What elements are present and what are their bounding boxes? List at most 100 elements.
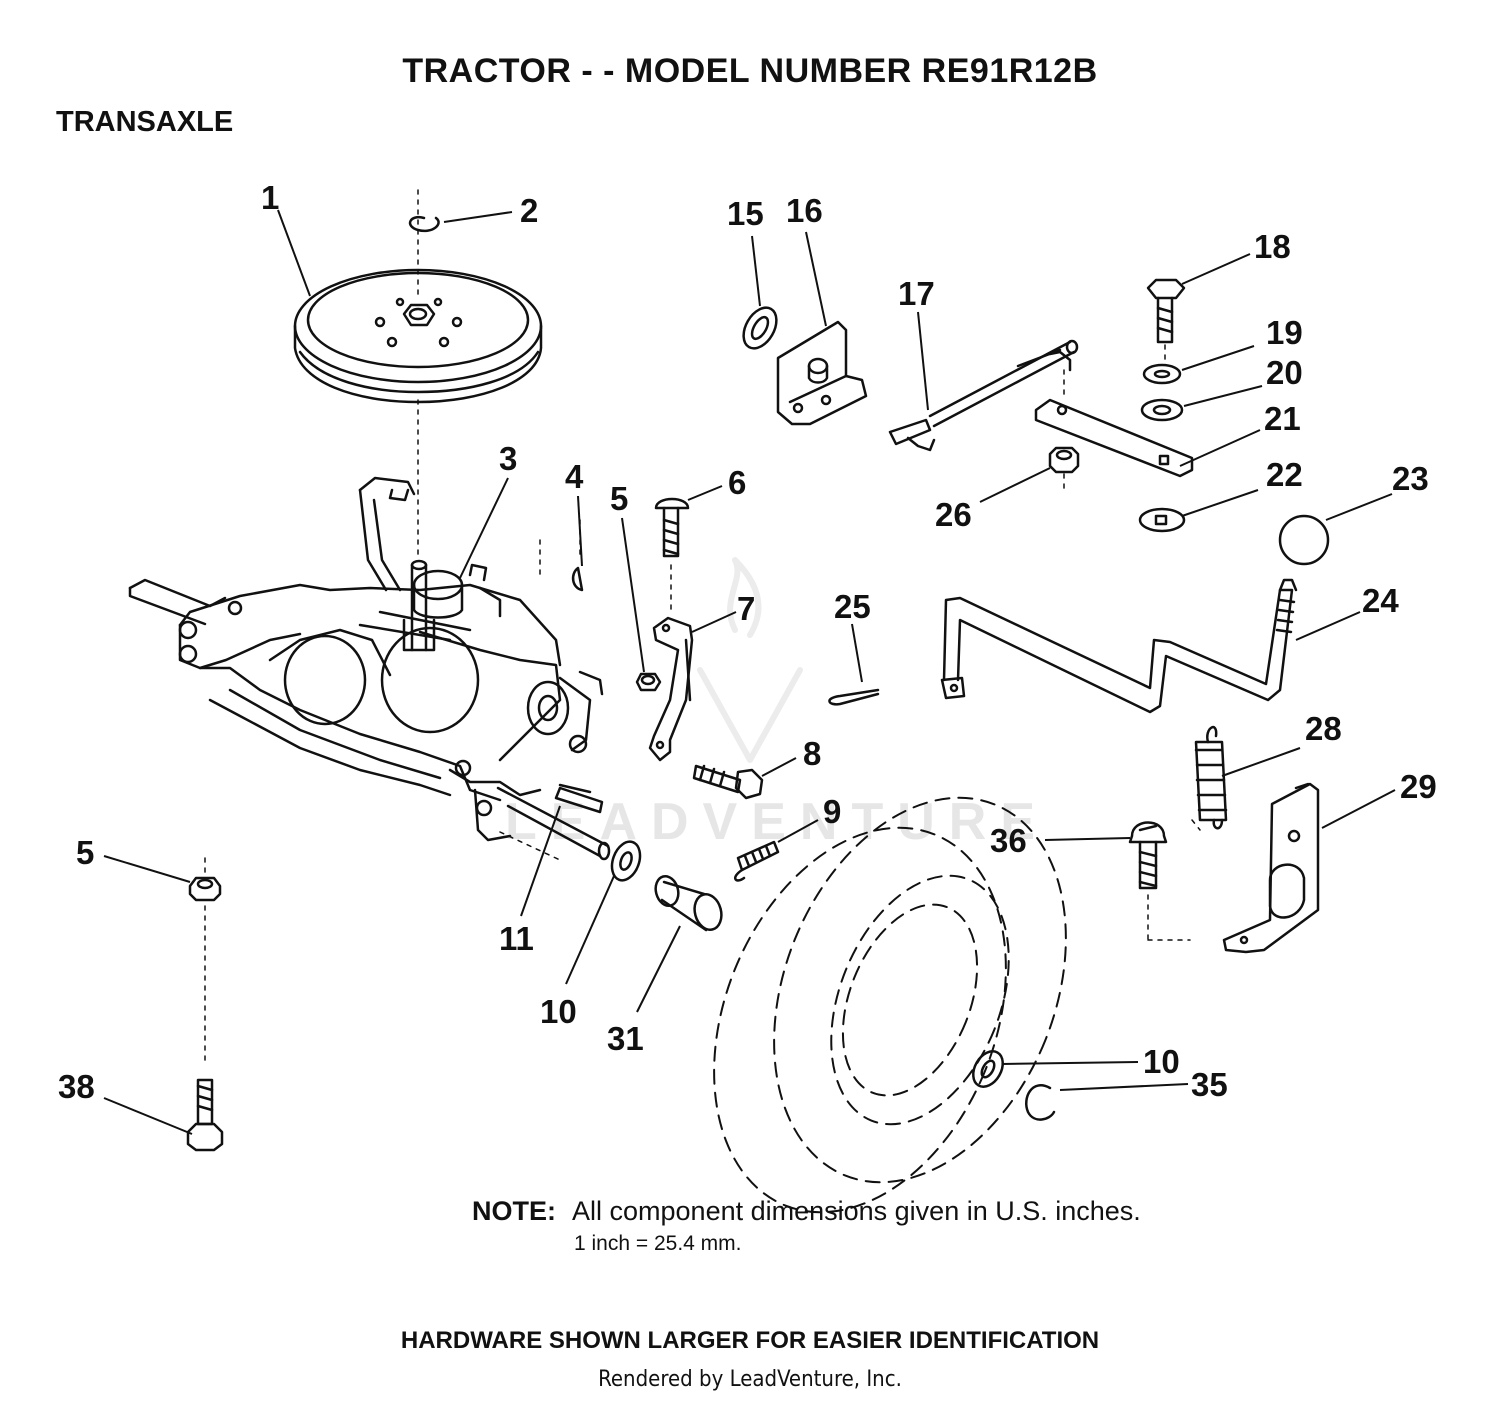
callout-24: 24 <box>1362 582 1399 619</box>
hardware-note: HARDWARE SHOWN LARGER FOR EASIER IDENTIF… <box>400 1327 1100 1354</box>
leader-line <box>104 1098 192 1134</box>
spring-bracket <box>1224 784 1318 952</box>
alignment-line <box>500 832 560 860</box>
extension-spring <box>735 842 778 880</box>
flat-washer <box>607 838 645 884</box>
note-label: NOTE: <box>472 1196 556 1226</box>
callout-15: 15 <box>727 195 764 232</box>
callout-21: 21 <box>1264 400 1301 437</box>
shift-knob <box>1280 516 1328 564</box>
flat-washer <box>737 302 783 354</box>
callout-23: 23 <box>1392 460 1429 497</box>
callout-8: 8 <box>803 735 821 772</box>
lock-washer <box>1144 365 1180 383</box>
shift-lever <box>942 580 1296 712</box>
hex-nut <box>190 878 220 900</box>
callout-7: 7 <box>737 590 755 627</box>
callout-10: 10 <box>540 993 577 1030</box>
leader-line <box>980 468 1050 502</box>
slotted-screw <box>1130 823 1166 889</box>
dimension-note: NOTE: All component dimensions given in U… <box>472 1196 1141 1227</box>
hex-nut <box>637 674 660 690</box>
leader-line <box>1296 612 1360 640</box>
callout-35: 35 <box>1191 1066 1228 1103</box>
callout-22: 22 <box>1266 456 1303 493</box>
flat-washer <box>1142 400 1182 420</box>
leader-line <box>1326 494 1392 520</box>
carriage-bolt <box>656 499 688 556</box>
shift-bracket <box>650 618 692 760</box>
hex-bolt <box>1148 280 1184 342</box>
callout-3: 3 <box>499 440 517 477</box>
callout-26: 26 <box>935 496 972 533</box>
leader-line <box>1182 346 1254 370</box>
leader-line <box>1060 1084 1188 1090</box>
page-title: TRACTOR - - MODEL NUMBER RE91R12B <box>402 52 1098 90</box>
callout-17: 17 <box>898 275 935 312</box>
callout-36: 36 <box>990 822 1027 859</box>
callout-2: 2 <box>520 192 538 229</box>
rear-wheel-phantom <box>660 754 1120 1256</box>
unit-conversion: 1 inch = 25.4 mm. <box>574 1232 742 1255</box>
leader-line <box>444 212 512 222</box>
leader-line <box>1184 386 1262 406</box>
callout-6: 6 <box>728 464 746 501</box>
shift-rod <box>890 341 1077 450</box>
square-key <box>556 788 602 812</box>
leader-line <box>752 236 760 306</box>
callout-31: 31 <box>607 1020 644 1057</box>
leader-line <box>806 232 826 326</box>
hex-bolt <box>694 766 762 798</box>
alignment-line <box>1192 820 1200 830</box>
leader-line <box>1222 748 1300 776</box>
leader-line <box>778 820 818 842</box>
leader-line <box>762 758 796 776</box>
leader-line <box>622 518 644 672</box>
cotter-pin <box>829 690 878 704</box>
callout-16: 16 <box>786 192 823 229</box>
leader-line <box>1045 838 1130 840</box>
spacer-sleeve <box>652 874 725 933</box>
transaxle-housing <box>130 478 609 859</box>
leader-line <box>1002 1062 1138 1064</box>
leader-line <box>692 612 736 632</box>
shift-plate <box>1036 400 1192 476</box>
callout-38: 38 <box>58 1068 95 1105</box>
callout-9: 9 <box>823 793 841 830</box>
leader-line <box>918 312 928 410</box>
leader-line <box>278 210 310 296</box>
leader-line <box>637 926 680 1012</box>
leader-line <box>1182 254 1250 284</box>
flat-washer <box>967 1046 1009 1092</box>
retaining-ring <box>410 217 439 231</box>
return-spring <box>1196 727 1226 828</box>
section-title: TRANSAXLE <box>56 106 234 138</box>
square-hole-washer <box>1140 509 1184 531</box>
leader-line <box>566 876 614 984</box>
pivot-bracket <box>778 322 866 424</box>
leader-line <box>460 478 508 578</box>
hex-nut <box>1050 448 1078 472</box>
leader-line <box>578 496 582 566</box>
callout-28: 28 <box>1305 710 1342 747</box>
callout-5-left: 5 <box>76 834 94 871</box>
leader-line <box>521 806 560 916</box>
note-text: All component dimensions given in U.S. i… <box>572 1196 1141 1226</box>
callout-19: 19 <box>1266 314 1303 351</box>
callout-10-wheel: 10 <box>1143 1043 1180 1080</box>
callout-11: 11 <box>499 920 534 957</box>
leader-line <box>852 624 862 682</box>
rendered-by-credit: Rendered by LeadVenture, Inc. <box>598 1367 902 1392</box>
leader-line <box>104 856 190 882</box>
callout-18: 18 <box>1254 228 1291 265</box>
leader-line <box>1182 490 1258 516</box>
leader-line <box>688 486 722 500</box>
woodruff-key <box>573 568 582 590</box>
callout-25: 25 <box>834 588 871 625</box>
leader-line <box>1322 790 1395 828</box>
hex-bolt <box>188 1080 222 1150</box>
callout-5: 5 <box>610 480 628 517</box>
callout-20: 20 <box>1266 354 1303 391</box>
